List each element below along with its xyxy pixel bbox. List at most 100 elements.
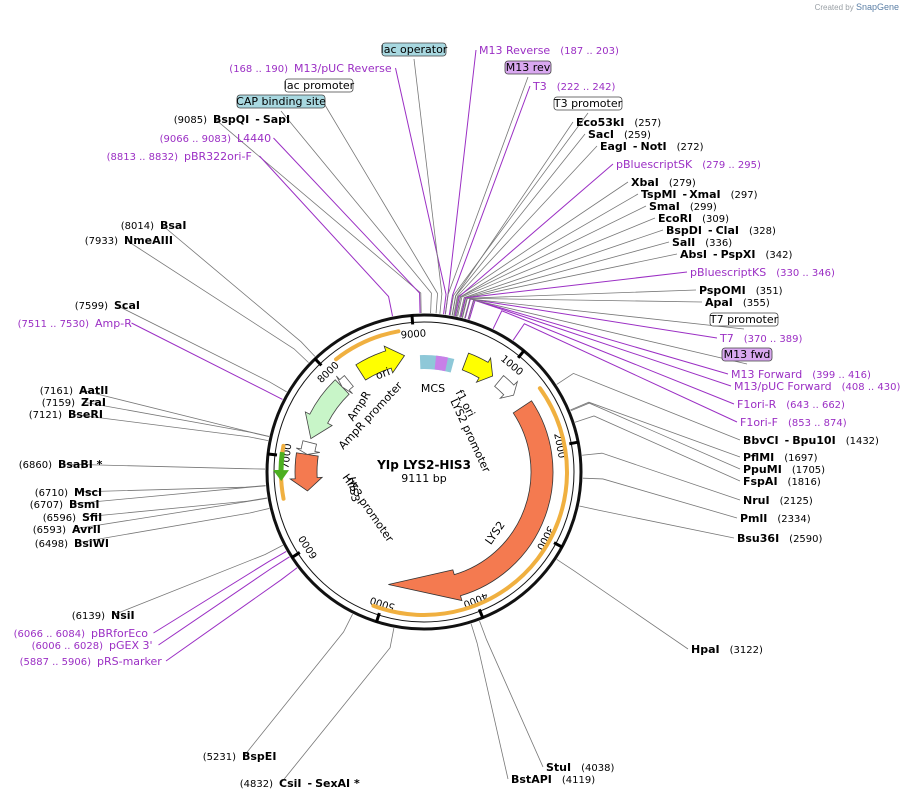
leader-line [464, 298, 745, 330]
leader-line [318, 94, 438, 314]
primer-name: pGEX 3' [109, 639, 153, 652]
enzyme-label: HpaI(3122) [691, 643, 763, 656]
leader-line [556, 559, 689, 650]
enzyme-name: PflMI [743, 451, 774, 464]
enzyme-name-2: SapI [263, 113, 290, 126]
primer-label: F1ori-R(643 .. 662) [737, 398, 845, 411]
enzyme-name: Bsu36I [737, 532, 779, 545]
tick-mark [553, 541, 564, 549]
leader-line [462, 297, 703, 318]
leader-line [82, 401, 270, 437]
leader-line [69, 413, 269, 442]
feature-box [709, 312, 779, 327]
enzyme-name-2: PspXI [721, 248, 756, 261]
feature-box [553, 96, 623, 111]
enzyme-label: SacI(259) [588, 128, 651, 141]
orf-arrow [288, 452, 324, 492]
primer-range: (408 .. 430) [842, 382, 901, 393]
enzyme-label: TspMI-XmaI(297) [641, 188, 758, 201]
enzyme-label: (9085)BspQI-SapI [174, 113, 290, 126]
primer-range: (370 .. 389) [744, 334, 803, 345]
site-position: (6593) [33, 525, 66, 536]
enzyme-name: AbsI [680, 248, 707, 261]
enzyme-name: BseRI [68, 408, 103, 421]
mcs-primer-block [434, 355, 449, 372]
primer-name: M13 Reverse [479, 44, 550, 57]
enzyme-name-2: ClaI [716, 224, 739, 237]
primer-label: (168 .. 190)M13/pUC Reverse [229, 62, 392, 75]
leader-line [579, 505, 735, 539]
tick-mark [569, 440, 580, 446]
primer-name: M13/pUC Forward [734, 380, 832, 393]
primer-name: L4440 [237, 132, 271, 145]
leader-line [492, 310, 735, 405]
leader-line [259, 155, 394, 317]
snapgene-brand: SnapGene [855, 2, 899, 12]
primer-label: pBluescriptSK(279 .. 295) [616, 158, 761, 171]
enzyme-label: PpuMI(1705) [743, 463, 825, 476]
leader-line [512, 323, 738, 423]
leader-line [165, 567, 298, 662]
tick-mark [477, 608, 485, 620]
primer-name: pBR322ori-F [184, 150, 252, 163]
enzyme-name: NmeAIII [124, 234, 173, 247]
ori-bracket [334, 329, 401, 362]
enzyme-label: PflMI(1697) [743, 451, 818, 464]
enzyme-name: AvrII [72, 523, 101, 536]
enzyme-label: ApaI(355) [705, 296, 770, 309]
leader-line [70, 485, 266, 505]
site-position: (4119) [562, 775, 595, 786]
enzyme-label: PspOMI(351) [699, 284, 783, 297]
enzyme-label: (7159)ZraI [42, 396, 106, 409]
primer-label: T3(222 .. 242) [532, 80, 616, 93]
enzyme-label: (7599)ScaI [75, 299, 140, 312]
leader-line [115, 304, 287, 393]
enzyme-name: SmaI [649, 200, 680, 213]
leader-line [574, 415, 741, 482]
primer-name: M13 Forward [731, 368, 802, 381]
leader-line [453, 145, 598, 316]
primer-label: (7511 .. 7530)Amp-R [18, 317, 133, 330]
primer-name: pRS-marker [97, 655, 162, 668]
primer-range: (6066 .. 6084) [14, 629, 86, 640]
tick-label: 9000 [400, 328, 426, 341]
resistance-arrow [304, 379, 350, 440]
enzyme-label: EagI-NotI(272) [600, 140, 704, 153]
feature-box-label: M13 fwd [724, 348, 771, 361]
feature-box-label: lac operator [381, 43, 448, 56]
site-position: (6710) [35, 488, 68, 499]
enzyme-name: PmlI [740, 512, 767, 525]
label-leader-lines [59, 49, 748, 784]
enzyme-name: ApaI [705, 296, 733, 309]
primer-label: F1ori-F(853 .. 874) [740, 416, 847, 429]
primer-range: (187 .. 203) [560, 46, 619, 57]
enzyme-name-2: XmaI [689, 188, 720, 201]
site-position: (1432) [846, 436, 879, 447]
enzyme-name: NsiI [111, 609, 135, 622]
site-position: (272) [677, 142, 704, 153]
leader-line [459, 229, 664, 318]
leader-line [454, 181, 629, 317]
enzyme-name: StuI [546, 761, 571, 774]
tick-mark [374, 612, 381, 624]
leader-line [556, 372, 741, 441]
enzyme-label: (6710)MscI [35, 486, 102, 499]
feature-box-label: lac promoter [284, 79, 355, 92]
enzyme-label: PmlI (2334) [740, 512, 811, 525]
enzyme-label: (4832)CsiI-SexAI * [240, 777, 360, 790]
enzyme-dash: - [307, 777, 312, 790]
leader-line [83, 497, 268, 518]
site-position: (7599) [75, 301, 108, 312]
enzyme-label: (8014)BsaI [121, 219, 187, 232]
leader-line [454, 163, 614, 317]
site-position: (351) [756, 286, 783, 297]
leader-line [214, 118, 422, 314]
primer-label: M13 Reverse (187 .. 203) [479, 44, 619, 57]
promoter-arrow [336, 375, 354, 395]
site-position: (2334) [777, 514, 810, 525]
promoter-arrow [296, 440, 320, 455]
primer-range: (7511 .. 7530) [18, 319, 90, 330]
leader-line [73, 497, 268, 530]
leader-line [413, 58, 443, 314]
